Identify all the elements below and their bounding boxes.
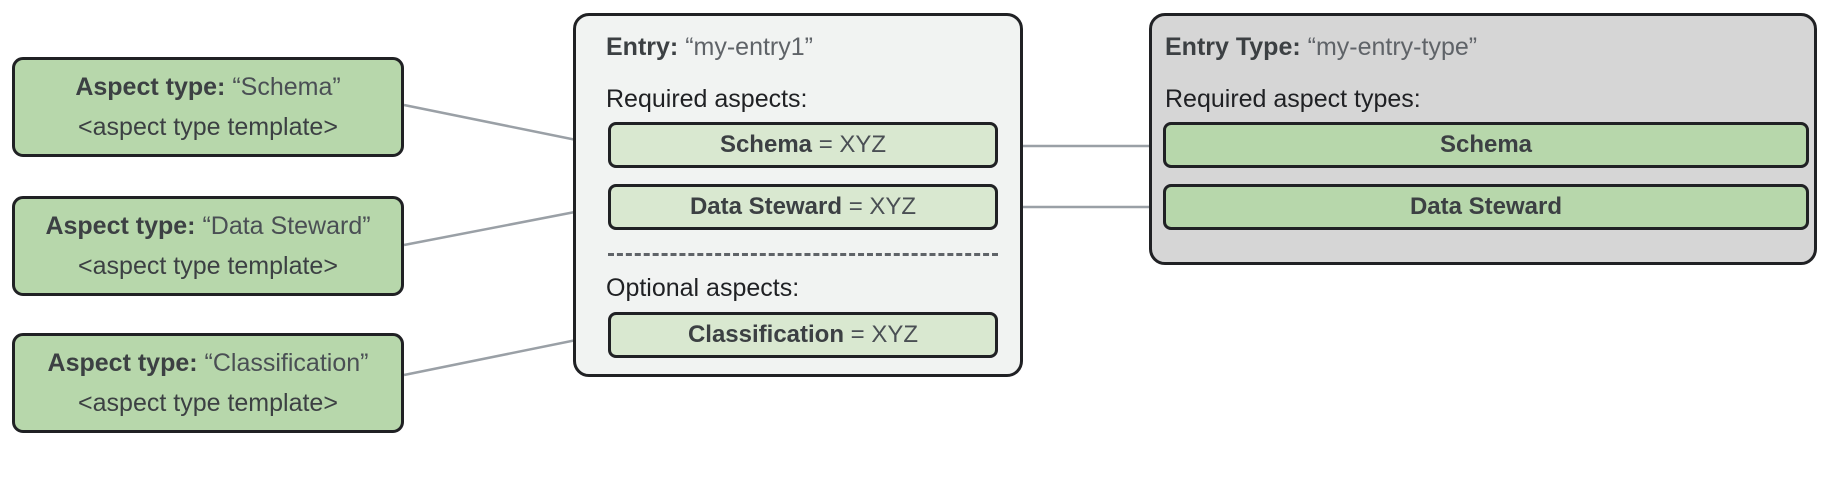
entry-type-key-label: Entry Type: <box>1165 33 1301 61</box>
aspect-type-value-label: “Schema” <box>232 73 341 101</box>
aspect-type-template-label: <aspect type template> <box>78 389 338 417</box>
aspect-type-card-heading: Aspect type: “Classification” <box>48 349 369 377</box>
aspect-type-value-label: “Classification” <box>204 349 369 377</box>
entry-type-aspect-name: Data Steward <box>1409 193 1563 220</box>
aspect-type-key-label: Aspect type: <box>47 349 198 377</box>
entry-section-divider <box>608 253 998 256</box>
entry-value-label: “my-entry1” <box>685 33 813 61</box>
entry-aspect-value: = XYZ <box>850 321 919 348</box>
entry-key-label: Entry: <box>606 33 679 61</box>
aspect-type-card-classification[interactable]: Aspect type: “Classification” <aspect ty… <box>12 333 404 433</box>
entry-aspect-chip-schema[interactable]: Schema = XYZ <box>608 122 998 168</box>
aspect-type-card-heading: Aspect type: “Schema” <box>75 73 340 101</box>
entry-aspect-name: Data Steward <box>689 193 843 220</box>
entry-type-aspect-name: Schema <box>1439 131 1533 158</box>
aspect-type-card-heading: Aspect type: “Data Steward” <box>45 212 370 240</box>
entry-aspect-value: = XYZ <box>818 131 887 158</box>
entry-aspect-chip-text: Classification = XYZ <box>688 322 918 348</box>
aspect-type-template-label: <aspect type template> <box>78 252 338 280</box>
aspect-type-card-schema[interactable]: Aspect type: “Schema” <aspect type templ… <box>12 57 404 157</box>
entry-type-panel[interactable]: Entry Type: “my-entry-type” Required asp… <box>1149 13 1817 265</box>
entry-aspect-value: = XYZ <box>848 193 917 220</box>
entry-aspect-chip-data-steward[interactable]: Data Steward = XYZ <box>608 184 998 230</box>
entry-type-aspect-chip-data-steward[interactable]: Data Steward <box>1163 184 1809 230</box>
optional-aspects-label: Optional aspects: <box>606 274 800 302</box>
required-aspects-label: Required aspects: <box>606 85 808 113</box>
entry-aspect-name: Schema <box>719 131 813 158</box>
entry-aspect-name: Classification <box>687 321 844 348</box>
entry-type-value-label: “my-entry-type” <box>1307 33 1478 61</box>
aspect-type-key-label: Aspect type: <box>45 212 196 240</box>
entry-aspect-chip-text: Schema = XYZ <box>720 132 886 158</box>
entry-aspect-chip-text: Data Steward = XYZ <box>690 194 916 220</box>
aspect-type-key-label: Aspect type: <box>75 73 226 101</box>
entry-type-aspect-chip-schema[interactable]: Schema <box>1163 122 1809 168</box>
entry-type-title: Entry Type: “my-entry-type” <box>1165 32 1477 62</box>
required-aspect-types-label: Required aspect types: <box>1165 85 1421 113</box>
entry-title: Entry: “my-entry1” <box>606 32 813 62</box>
entry-aspect-chip-classification[interactable]: Classification = XYZ <box>608 312 998 358</box>
aspect-type-card-data-steward[interactable]: Aspect type: “Data Steward” <aspect type… <box>12 196 404 296</box>
aspect-type-template-label: <aspect type template> <box>78 113 338 141</box>
aspect-type-value-label: “Data Steward” <box>202 212 371 240</box>
entry-panel[interactable]: Entry: “my-entry1” Required aspects: Sch… <box>573 13 1023 377</box>
